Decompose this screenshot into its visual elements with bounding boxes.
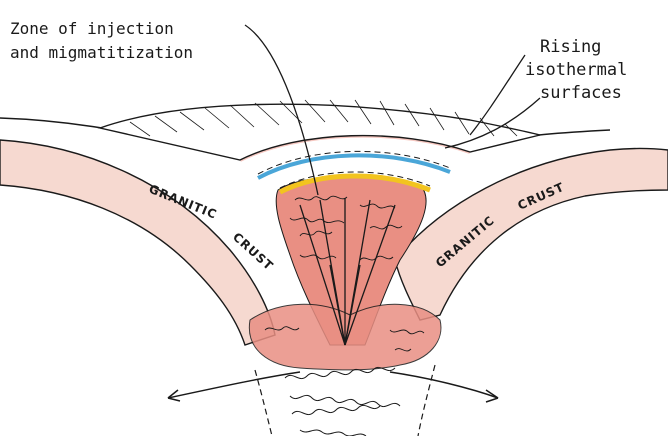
- root-wall-right: [418, 365, 435, 436]
- spreading-arrows: [168, 372, 498, 402]
- right-granitic-crust: [395, 149, 668, 321]
- fold-cover: [100, 104, 540, 160]
- isotherm-label-line3: surfaces: [540, 83, 622, 103]
- root-squiggles: [285, 367, 400, 436]
- zone-label-line1: Zone of injection: [10, 19, 174, 38]
- isotherm-label-line1: Rising: [540, 37, 601, 57]
- zone-label-line2: and migmatitization: [10, 43, 193, 62]
- isotherm-label-line2: isothermal: [525, 60, 627, 80]
